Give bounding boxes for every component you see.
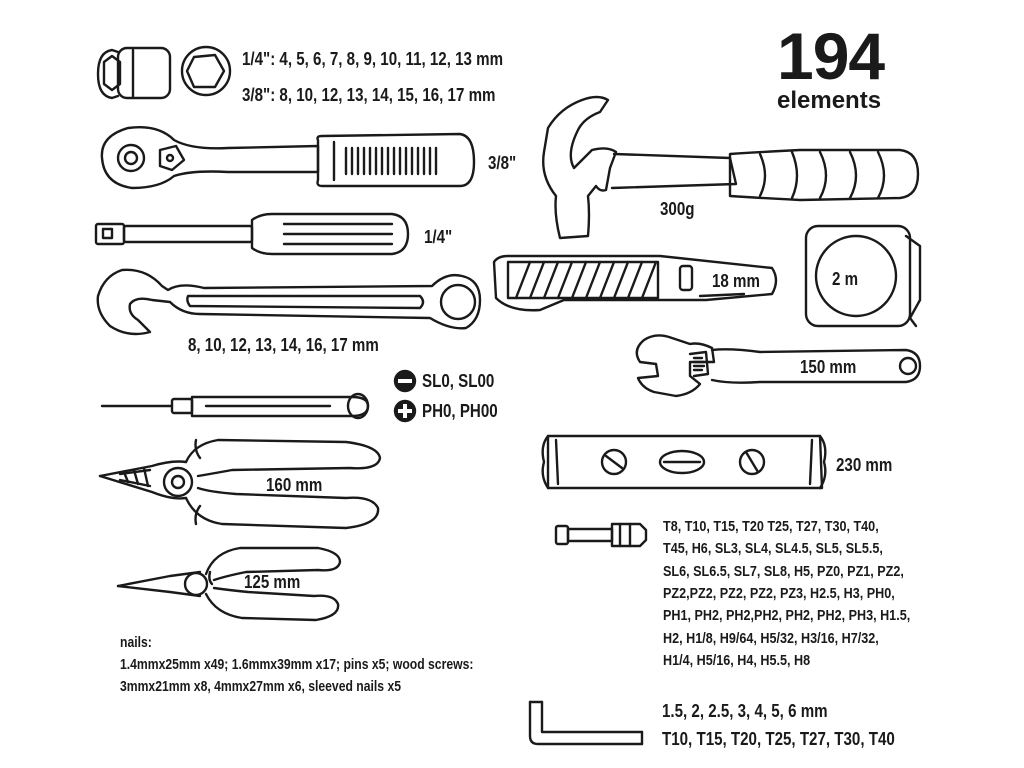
bit-list-line: PH1, PH2, PH2,PH2, PH2, PH2, PH3, H1.5,	[663, 607, 911, 624]
hammer-icon	[542, 95, 920, 240]
slotted-sizes: SL0, SL00	[422, 371, 495, 391]
adjustable-wrench-icon	[635, 334, 922, 398]
bit-list-line: H1/4, H5/16, H4, H5.5, H8	[663, 652, 811, 669]
ratchet-icon	[100, 126, 476, 190]
spinner-size: 1/4"	[424, 227, 453, 247]
combination-pliers-length: 160 mm	[266, 475, 323, 495]
socket-sizes-quarter: 1/4": 4, 5, 6, 7, 8, 9, 10, 11, 12, 13 m…	[242, 49, 504, 69]
socket-sizes-three-eighths: 3/8": 8, 10, 12, 13, 14, 15, 16, 17 mm	[242, 85, 496, 105]
bit-list-line: T45, H6, SL3, SL4, SL4.5, SL5, SL5.5,	[663, 540, 883, 557]
element-count-unit: elements	[777, 87, 882, 114]
hex-key-metric-sizes: 1.5, 2, 2.5, 3, 4, 5, 6 mm	[662, 701, 828, 721]
tape-measure-icon	[804, 224, 922, 328]
screwdriver-bit-icon	[554, 522, 648, 548]
phillips-icon	[393, 399, 417, 423]
bit-list-line: SL6, SL6.5, SL7, SL8, H5, PZ0, PZ1, PZ2,	[663, 563, 904, 580]
utility-knife-icon	[492, 254, 778, 312]
nails-title: nails:	[120, 635, 152, 651]
phillips-sizes: PH0, PH00	[422, 401, 498, 421]
bit-list-line: PZ2,PZ2, PZ2, PZ2, PZ3, H2.5, H3, PH0,	[663, 585, 895, 602]
adjustable-wrench-length: 150 mm	[800, 357, 857, 377]
precision-screwdriver-icon	[100, 392, 370, 420]
slotted-icon	[393, 369, 417, 393]
needle-pliers-icon	[116, 546, 342, 622]
combination-wrench-icon	[96, 268, 482, 336]
socket-hex-end-icon	[180, 45, 232, 97]
bit-list-line: T8, T10, T15, T20 T25, T27, T30, T40,	[663, 518, 879, 535]
hammer-weight: 300g	[660, 199, 695, 219]
spirit-level-icon	[541, 434, 827, 490]
nails-line-1: 1.4mmx25mm x49; 1.6mmx39mm x17; pins x5;…	[120, 657, 474, 673]
spinner-handle-icon	[94, 212, 410, 256]
combination-wrench-sizes: 8, 10, 12, 13, 14, 16, 17 mm	[188, 335, 379, 355]
utility-knife-width: 18 mm	[712, 271, 760, 291]
hex-key-torx-sizes: T10, T15, T20, T25, T27, T30, T40	[662, 729, 895, 749]
element-count: 194	[777, 19, 885, 93]
combination-pliers-icon	[98, 438, 382, 530]
ratchet-size: 3/8"	[488, 153, 517, 173]
nails-line-2: 3mmx21mm x8, 4mmx27mm x6, sleeved nails …	[120, 679, 402, 695]
tape-measure-length: 2 m	[832, 269, 859, 289]
spirit-level-length: 230 mm	[836, 455, 893, 475]
socket-icon	[96, 46, 172, 100]
hex-key-icon	[528, 700, 644, 746]
bit-list-line: H2, H1/8, H9/64, H5/32, H3/16, H7/32,	[663, 630, 879, 647]
needle-pliers-length: 125 mm	[244, 572, 301, 592]
